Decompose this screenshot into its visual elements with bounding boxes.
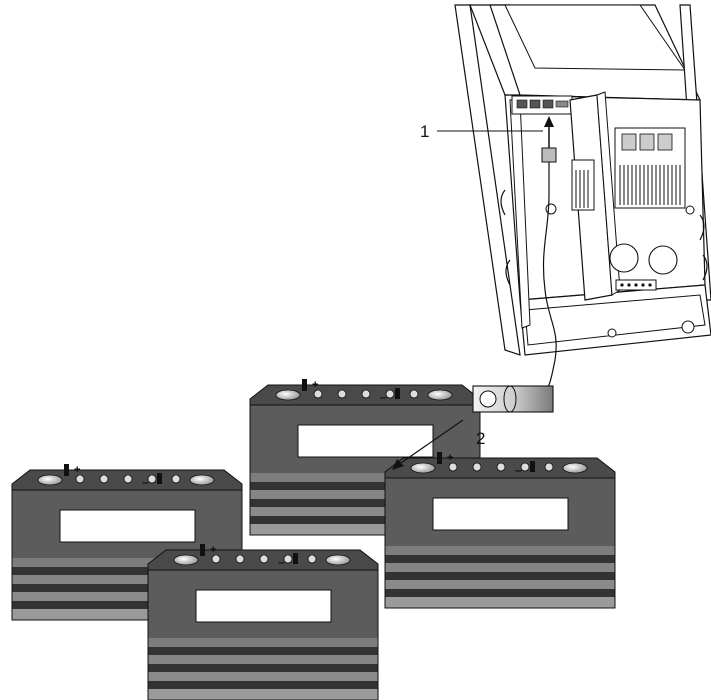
battery-temperature-sensor xyxy=(472,385,554,413)
inverter-enclosure xyxy=(454,4,711,356)
callout-2-label: 2 xyxy=(476,429,485,448)
insert-arrow-icon xyxy=(544,116,554,127)
callout-2-arrow-icon xyxy=(392,459,404,470)
callout-2: 2 xyxy=(392,419,485,470)
battery-right xyxy=(384,451,616,609)
callout-1-label: 1 xyxy=(420,122,429,141)
sensor-cable xyxy=(534,116,557,399)
callout-1: 1 xyxy=(420,122,543,141)
battery-front xyxy=(147,543,379,700)
